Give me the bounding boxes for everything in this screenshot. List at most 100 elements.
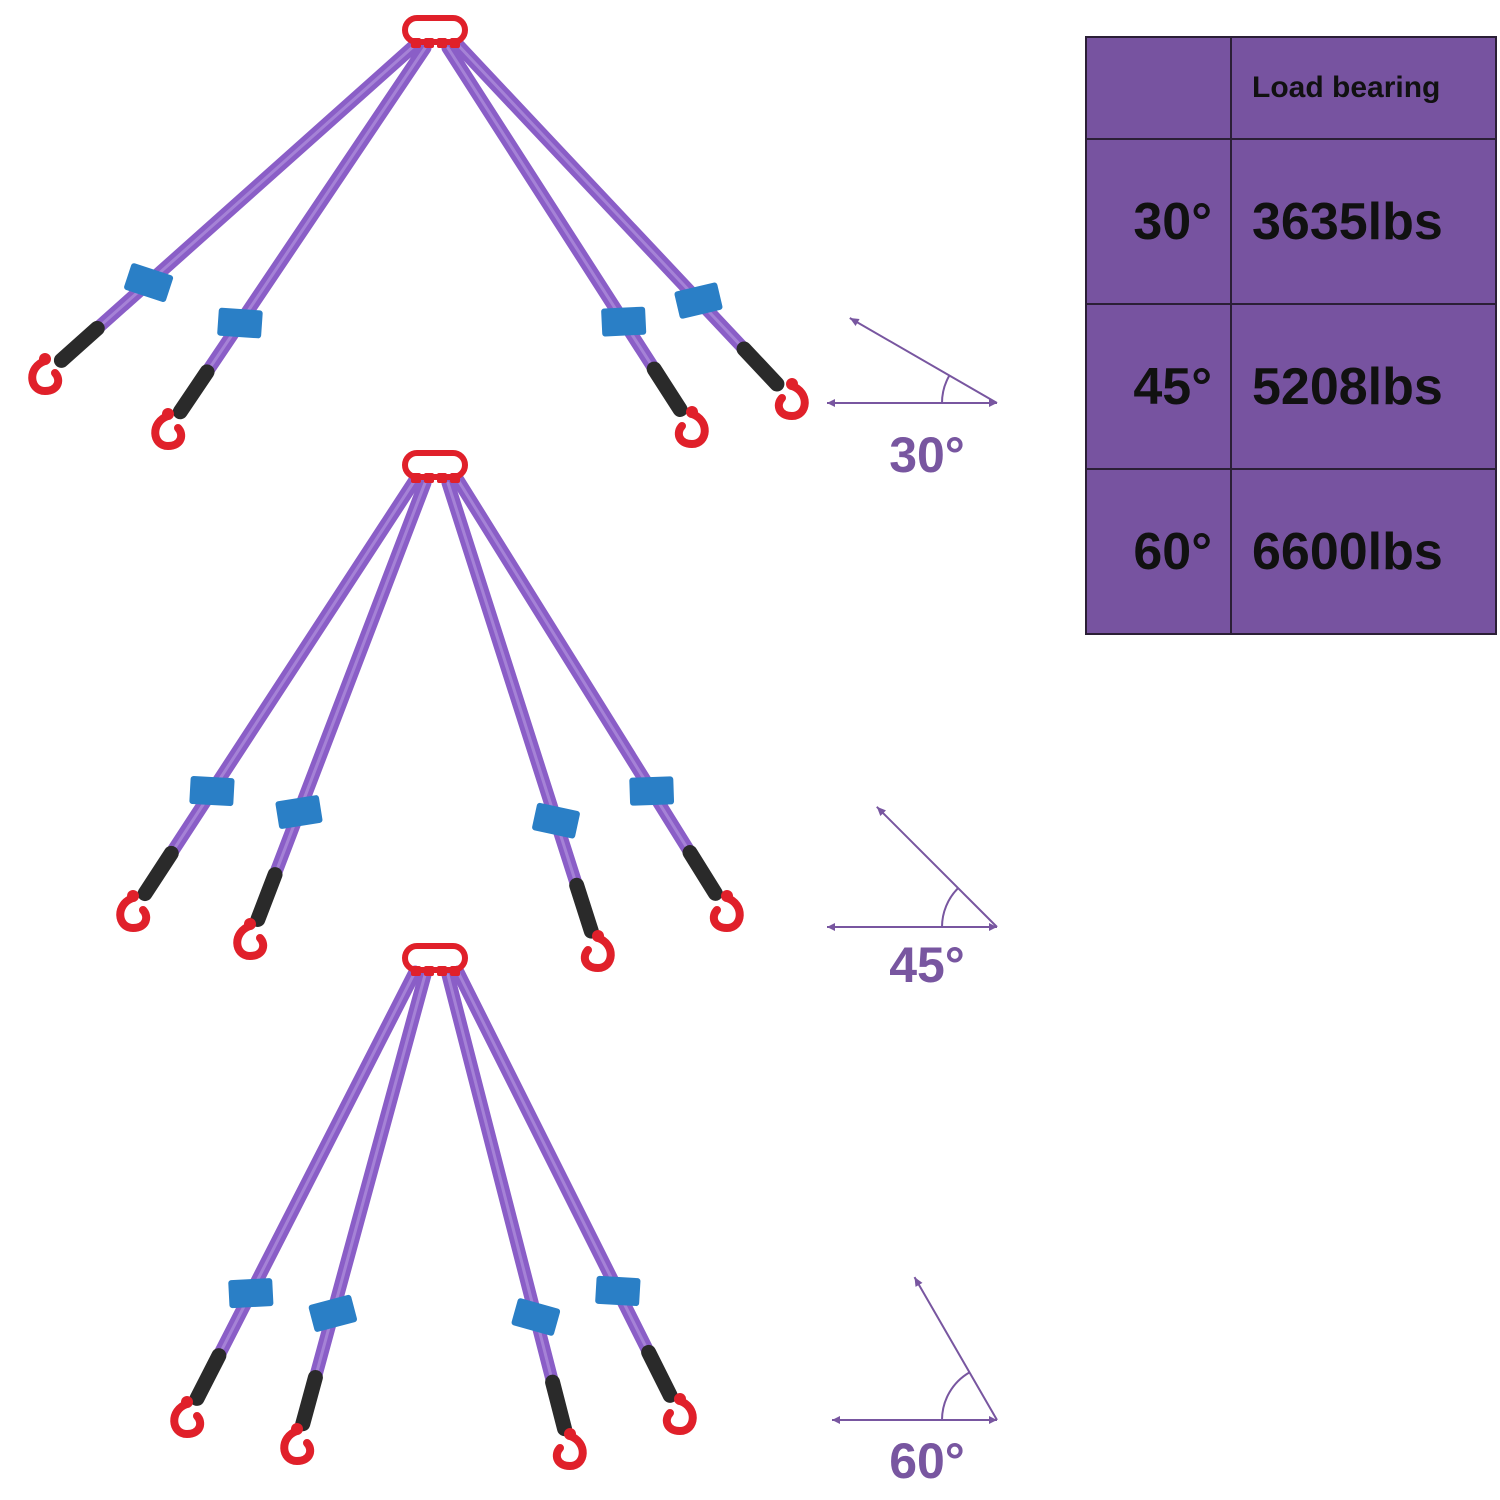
- hook-icon: [280, 1427, 315, 1466]
- protective-sleeve: [641, 1344, 678, 1403]
- connector-link: [437, 473, 447, 483]
- hook-icon: [709, 894, 744, 933]
- connector-link: [437, 966, 447, 976]
- protective-sleeve: [189, 1348, 227, 1406]
- connector-link: [411, 966, 421, 976]
- header-load-cell: Load bearing: [1230, 36, 1497, 140]
- sling-leg: [441, 41, 709, 449]
- angle-cell: 30°: [1085, 138, 1232, 305]
- sling-leg: [451, 38, 809, 421]
- strap-highlight: [456, 43, 777, 384]
- protective-sleeve: [569, 877, 599, 939]
- label-tag: [532, 802, 580, 839]
- angle-label-45: 45°: [889, 937, 965, 993]
- strap-highlight: [446, 973, 566, 1428]
- connector-link: [450, 966, 460, 976]
- hook-eye: [721, 890, 733, 902]
- hook-icon: [233, 922, 268, 961]
- angle-label-60: 60°: [889, 1433, 965, 1489]
- hook-eye: [564, 1428, 576, 1440]
- load-cell: 5208lbs: [1230, 303, 1497, 470]
- sling-leg: [116, 473, 422, 933]
- hook-eye: [127, 890, 139, 902]
- arrowhead-icon: [876, 806, 886, 816]
- connector-link: [424, 966, 434, 976]
- angled-arm: [876, 806, 998, 928]
- table-header-row: Load bearing: [1085, 36, 1497, 140]
- strap-highlight: [456, 970, 671, 1395]
- arrowhead-icon: [849, 318, 860, 326]
- strap-highlight: [180, 46, 427, 411]
- hook-icon: [580, 934, 615, 973]
- hook-icon: [552, 1432, 587, 1471]
- sling-assembly: [28, 15, 809, 451]
- sling-illustrations: [28, 15, 809, 1471]
- hook-icon: [170, 1400, 205, 1439]
- label-tag: [595, 1275, 641, 1307]
- arrowhead-icon: [827, 399, 835, 407]
- angle-arc: [941, 375, 951, 404]
- arrowhead-icon: [832, 1416, 840, 1424]
- arrowhead-icon: [989, 1416, 997, 1424]
- table-row: 30° 3635lbs: [1085, 138, 1497, 305]
- sling-leg: [451, 965, 697, 1436]
- hook-icon: [774, 382, 809, 421]
- strap-highlight: [302, 973, 427, 1423]
- hook-eye: [674, 1393, 686, 1405]
- hook-icon: [662, 1397, 697, 1436]
- hook-eye: [592, 930, 604, 942]
- header-angle-cell: [1085, 36, 1232, 140]
- hook-eye: [181, 1396, 193, 1408]
- sling-leg: [280, 968, 432, 1466]
- connector-link: [411, 473, 421, 483]
- sling-leg: [170, 965, 422, 1439]
- arrowhead-icon: [827, 923, 835, 931]
- protective-sleeve: [250, 867, 283, 927]
- sling-leg: [451, 473, 744, 933]
- sling-leg: [233, 476, 432, 961]
- angle-diagrams: [827, 317, 998, 1424]
- angle-cell: 45°: [1085, 303, 1232, 470]
- strap-highlight: [456, 478, 716, 893]
- table-row: 60° 6600lbs: [1085, 468, 1497, 635]
- angle-arc: [941, 887, 959, 928]
- sling-assembly: [170, 943, 697, 1471]
- angle-cell: 60°: [1085, 468, 1232, 635]
- strap-highlight: [446, 481, 592, 930]
- label-tag: [629, 776, 675, 806]
- strap-highlight: [446, 46, 680, 409]
- arrowhead-icon: [989, 399, 997, 407]
- angled-arm: [913, 1276, 998, 1421]
- protective-sleeve: [172, 364, 215, 420]
- strap-highlight: [196, 970, 417, 1398]
- label-tag: [601, 306, 647, 337]
- label-tag: [124, 263, 174, 303]
- hook-icon: [28, 357, 63, 396]
- load-bearing-table: Load bearing 30° 3635lbs 45° 5208lbs 60°…: [1085, 36, 1497, 635]
- sling-assembly: [116, 450, 744, 973]
- arrowhead-icon: [914, 1277, 923, 1287]
- strap-highlight: [62, 43, 417, 360]
- hook-icon: [674, 410, 709, 449]
- hook-eye: [162, 408, 174, 420]
- connector-link: [424, 38, 434, 48]
- protective-sleeve: [53, 320, 105, 368]
- sling-leg: [151, 41, 432, 451]
- angle-label-30: 30°: [889, 427, 965, 483]
- master-link-icon: [402, 450, 468, 480]
- master-link-icon: [402, 943, 468, 973]
- sling-leg: [441, 476, 615, 973]
- label-tag: [674, 282, 723, 319]
- hook-eye: [244, 918, 256, 930]
- strap-highlight: [145, 478, 417, 893]
- protective-sleeve: [682, 845, 723, 901]
- protective-sleeve: [295, 1369, 323, 1432]
- connector-link: [450, 38, 460, 48]
- sling-leg: [441, 968, 587, 1471]
- strap-highlight: [257, 481, 427, 919]
- hook-eye: [686, 406, 698, 418]
- arrowhead-icon: [989, 923, 997, 931]
- connector-link: [411, 38, 421, 48]
- sling-leg: [28, 38, 422, 396]
